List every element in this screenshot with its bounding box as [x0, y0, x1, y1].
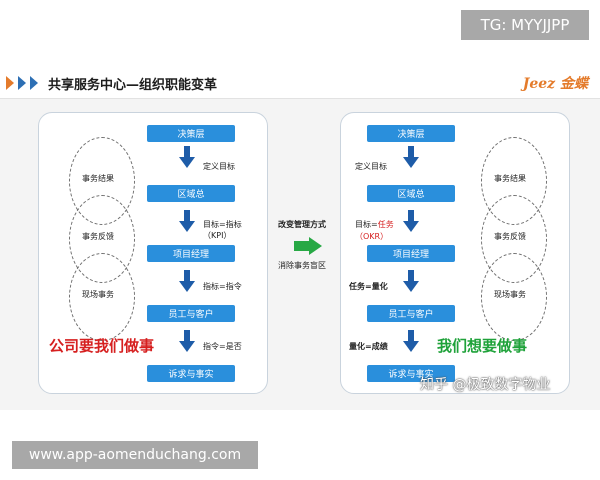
ellipse-label: 事务结果: [494, 174, 526, 183]
flow-note: 量化=成绩: [349, 342, 388, 351]
ellipse-label: 现场事务: [82, 290, 114, 299]
level-box: 决策层: [147, 125, 235, 142]
arrow-down-icon: [403, 330, 419, 352]
arrow-down-icon: [179, 330, 195, 352]
flow-note: 指令=是否: [203, 342, 242, 351]
left-panel: 事务结果 事务反馈 现场事务 决策层 区域总 项目经理 员工与客户 诉求与事实 …: [38, 112, 268, 394]
slide-header: 共享服务中心—组织职能变革 Jeez 金蝶: [0, 68, 600, 99]
level-box: 项目经理: [147, 245, 235, 262]
ellipse-label: 事务反馈: [494, 232, 526, 241]
arrow-down-icon: [403, 210, 419, 232]
ellipse-label: 事务结果: [82, 174, 114, 183]
middle-top-text: 改变管理方式: [278, 220, 326, 229]
chevron-right-icon: [6, 76, 14, 90]
top-watermark-tag: TG: MYYJJPP: [461, 10, 589, 40]
level-box: 区域总: [367, 185, 455, 202]
chevron-right-icon: [18, 76, 26, 90]
arrow-down-icon: [179, 270, 195, 292]
level-box: 区域总: [147, 185, 235, 202]
arrow-down-icon: [403, 270, 419, 292]
slogan-left: 公司要我们做事: [49, 337, 155, 355]
level-box: 诉求与事实: [367, 365, 455, 382]
level-box: 员工与客户: [147, 305, 235, 322]
level-box: 决策层: [367, 125, 455, 142]
flow-note: 定义目标: [203, 162, 235, 171]
slogan-right: 我们想要做事: [437, 337, 528, 355]
flow-note-highlight: 任务: [377, 220, 394, 229]
level-box: 诉求与事实: [147, 365, 235, 382]
arrow-right-icon: [294, 237, 322, 255]
flow-note: 目标=指标 （KPI）: [203, 220, 242, 240]
brand-logo: Jeez 金蝶: [522, 76, 588, 92]
zhihu-watermark: 知乎 @极致数字物业: [420, 377, 551, 393]
level-box: 项目经理: [367, 245, 455, 262]
level-box: 员工与客户: [367, 305, 455, 322]
slide: 共享服务中心—组织职能变革 Jeez 金蝶 事务结果 事务反馈 现场事务 决策层…: [0, 68, 600, 410]
chevron-right-icon: [30, 76, 38, 90]
ellipse-outline: [69, 253, 135, 341]
flow-note-highlight: （OKR）: [355, 232, 389, 241]
arrow-down-icon: [403, 146, 419, 168]
ellipse-label: 现场事务: [494, 290, 526, 299]
flow-note: 目标=任务: [355, 219, 394, 230]
slide-title: 共享服务中心—组织职能变革: [48, 78, 218, 93]
flow-note-part: 目标=: [355, 220, 378, 229]
arrow-down-icon: [179, 146, 195, 168]
flow-note: 指标=指令: [203, 282, 242, 291]
arrow-down-icon: [179, 210, 195, 232]
ellipse-label: 事务反馈: [82, 232, 114, 241]
ellipse-outline: [481, 253, 547, 341]
flow-note: 定义目标: [355, 162, 387, 171]
right-panel: 决策层 区域总 项目经理 员工与客户 诉求与事实 定义目标 目标=任务 （OKR…: [340, 112, 570, 394]
bottom-url-tag: www.app-aomenduchang.com: [12, 441, 258, 469]
middle-bottom-text: 消除事务盲区: [278, 261, 326, 270]
flow-note: 任务=量化: [349, 282, 388, 291]
